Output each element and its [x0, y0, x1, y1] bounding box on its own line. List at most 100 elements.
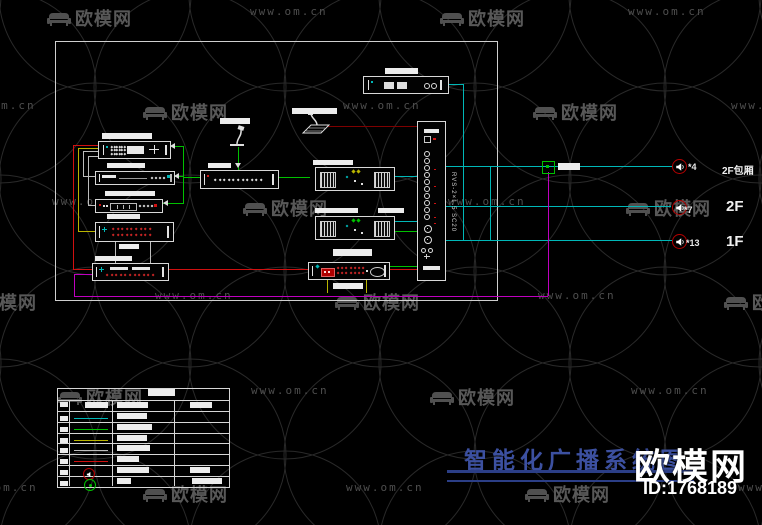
equipment-matrix-unit — [95, 222, 174, 242]
led-dot — [111, 233, 115, 237]
panel-knob — [424, 172, 430, 178]
sofa-icon — [626, 202, 650, 216]
led-dot — [349, 271, 353, 275]
wire-green — [161, 203, 183, 204]
wire-white_wire — [88, 205, 95, 206]
led-dot — [148, 227, 152, 231]
paging-console-icon — [300, 112, 332, 136]
wire-green — [183, 146, 184, 204]
sofa-icon — [243, 202, 267, 216]
equipment-label-bar — [107, 214, 140, 219]
legend-text-bar — [117, 413, 147, 419]
wire-cyan — [392, 176, 417, 177]
equipment-label-bar — [107, 163, 145, 168]
led-dot — [353, 266, 357, 270]
equipment-label-bar — [333, 283, 363, 289]
panel-line — [101, 267, 102, 272]
watermark-url: www.om.cn — [0, 481, 38, 494]
watermark-brand: 欧模网 — [143, 481, 228, 507]
legend-index-bar — [60, 416, 68, 421]
panel-line — [434, 203, 436, 204]
legend-header-bar — [60, 402, 68, 407]
watermark-brand-text: 欧模网 — [561, 103, 618, 123]
wire-cyan — [444, 206, 671, 207]
led-dot — [351, 169, 356, 174]
led-dot — [158, 176, 162, 179]
watermark-brand-text: 欧模网 — [271, 199, 328, 219]
led-dot — [218, 178, 222, 182]
equipment-label-bar — [105, 191, 155, 196]
speaker-glyph — [675, 162, 684, 171]
watermark-brand-text: 欧模网 — [0, 293, 37, 313]
speaker-symbol — [672, 159, 687, 174]
equipment-label-bar — [220, 118, 250, 124]
panel-line — [434, 223, 436, 224]
legend-row-line — [57, 443, 229, 444]
equipment-amplifier-2 — [315, 216, 395, 240]
panel-line — [384, 82, 394, 89]
led-dot — [116, 227, 120, 231]
equipment-paging-unit — [363, 76, 449, 94]
led-dot — [236, 178, 240, 182]
panel-line — [110, 267, 128, 270]
panel-line — [433, 138, 436, 140]
watermark-url: www.om.cn — [628, 5, 706, 18]
led-dot — [123, 148, 126, 152]
legend-row-line — [57, 400, 229, 401]
floor-label: 2F包厢 — [722, 166, 754, 177]
legend-text-bar — [117, 424, 152, 430]
panel-knob — [424, 179, 430, 185]
legend-line-sample — [74, 418, 108, 419]
wire-arrow-icon — [235, 163, 241, 168]
led-dot — [123, 145, 126, 148]
watermark-brand: 欧模网 — [47, 5, 132, 31]
wire-white_wire — [83, 151, 98, 152]
panel-knob — [431, 83, 437, 89]
speaker-symbol — [672, 200, 687, 215]
legend-text-bar — [117, 445, 150, 451]
led-dot — [106, 205, 108, 207]
led-dot — [361, 266, 365, 270]
watermark-brand: 欧模网 — [440, 5, 525, 31]
wire-magenta — [74, 274, 92, 275]
led-dot — [138, 204, 142, 207]
led-dot — [129, 227, 134, 231]
wire-dark_red — [328, 126, 417, 127]
equipment-label-bar — [385, 68, 418, 74]
wire-white_wire — [88, 156, 89, 205]
legend-col-line — [69, 400, 70, 486]
led-dot — [123, 152, 126, 155]
terminal-box — [542, 161, 555, 174]
sofa-icon — [533, 106, 557, 120]
panel-line — [272, 174, 274, 185]
led-dot — [150, 204, 154, 207]
led-dot — [162, 176, 166, 179]
equipment-label-bar — [292, 108, 337, 114]
led-dot — [128, 273, 132, 277]
equipment-tuner-unit — [95, 171, 175, 185]
watermark-brand: 欧模网 — [724, 289, 762, 315]
speaker-count-label: *4 — [688, 162, 697, 172]
wire-white_wire — [83, 151, 84, 176]
wire-yellow — [78, 148, 79, 232]
watermark-url: www.om.cn — [251, 384, 329, 397]
legend-line-sample — [74, 429, 108, 430]
wire-cyan — [463, 84, 464, 241]
led-dot — [353, 271, 357, 275]
sofa-icon — [440, 12, 464, 26]
panel-knob — [424, 83, 430, 89]
panel-line — [99, 226, 100, 238]
led-dot — [137, 273, 141, 277]
rack-cable-label: RVS-2×1.5 SC20 — [450, 172, 456, 233]
sofa-icon — [143, 488, 167, 502]
panel-line — [129, 205, 130, 209]
floor-label: 1F — [726, 233, 744, 250]
panel-line — [165, 145, 167, 155]
watermark-url: www.om.cn — [346, 481, 424, 494]
wire-red — [73, 145, 98, 146]
panel-knob — [424, 151, 430, 157]
watermark-brand-text: 欧模网 — [553, 485, 610, 505]
panel-line — [426, 254, 427, 259]
panel-line — [434, 186, 436, 187]
wire-yellow — [78, 148, 98, 149]
